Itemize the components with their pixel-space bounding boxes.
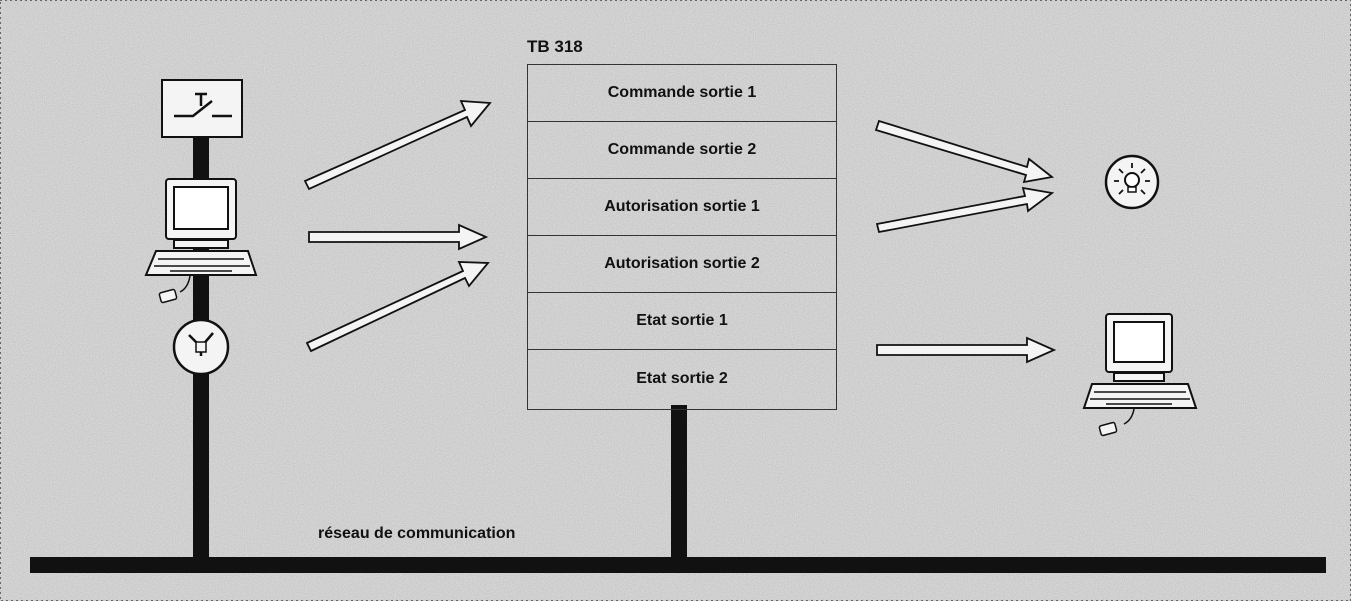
object-block: Commande sortie 1 Commande sortie 2 Auto… [527, 64, 837, 410]
timer-clock-icon [172, 318, 230, 376]
output-arrow-3 [876, 336, 1057, 364]
input-arrow-2 [308, 223, 489, 251]
network-label: réseau de communication [318, 525, 516, 542]
block-row: Etat sortie 2 [636, 370, 728, 387]
computer-icon [1082, 313, 1198, 437]
block-row: Etat sortie 1 [528, 293, 836, 350]
output-arrow-2 [875, 186, 1055, 234]
input-arrow-1 [303, 99, 492, 191]
block-row: Commande sortie 1 [528, 65, 836, 122]
center-bus-drop [671, 405, 687, 560]
block-row: Commande sortie 2 [528, 122, 836, 179]
block-row: Autorisation sortie 1 [528, 179, 836, 236]
network-bus [30, 557, 1326, 573]
block-title: TB 318 [527, 37, 583, 56]
switch-icon [161, 79, 243, 138]
lamp-icon [1104, 154, 1160, 210]
block-row: Autorisation sortie 2 [528, 236, 836, 293]
output-arrow-1 [874, 119, 1055, 184]
input-arrow-3 [305, 261, 490, 353]
computer-icon [144, 178, 258, 304]
